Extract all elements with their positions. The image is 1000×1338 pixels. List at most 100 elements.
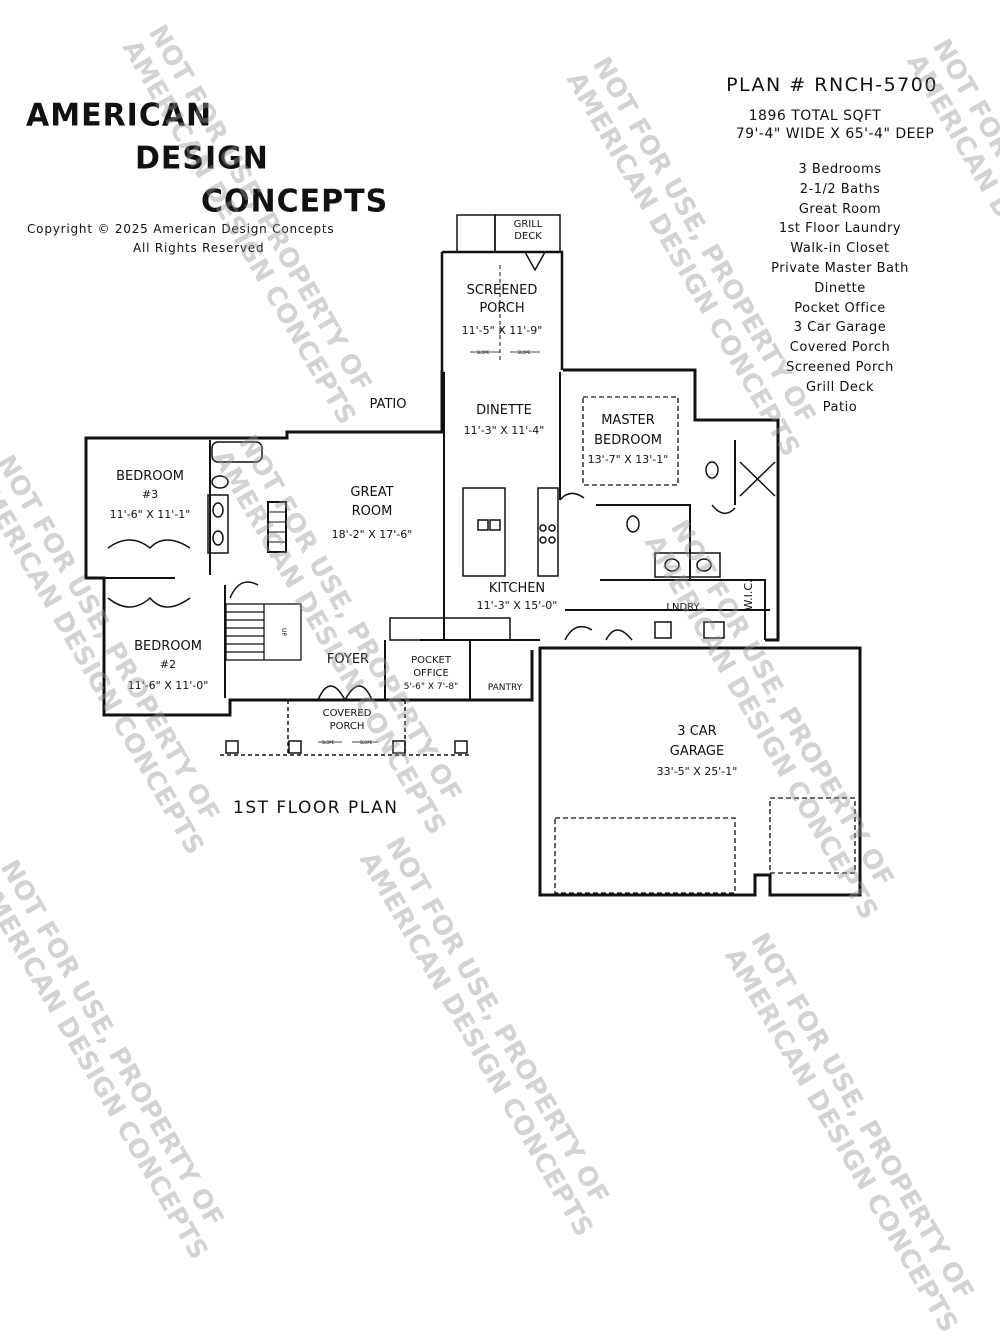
label-garage: GARAGE: [670, 744, 724, 759]
label-bedroom2-size: 11'-6" X 11'-0": [128, 679, 209, 692]
brand-line-american: AMERICAN: [26, 97, 213, 134]
label-deck: DECK: [514, 231, 542, 242]
master-sink: [664, 558, 680, 572]
feature-item: Covered Porch: [789, 340, 891, 356]
label-slope: SLOPE: [477, 350, 490, 355]
label-covered-porch: PORCH: [330, 721, 365, 732]
porch-door: [524, 251, 546, 272]
plan-sqft: 1896 TOTAL SQFT: [748, 108, 882, 124]
label-bedroom2: BEDROOM: [134, 639, 202, 654]
label-foyer: FOYER: [327, 652, 369, 667]
deck-stair: [456, 214, 496, 253]
label-stair-up: UP: [280, 628, 287, 636]
dryer: [703, 621, 725, 639]
feature-item: 3 Car Garage: [793, 320, 887, 336]
bathtub: [211, 441, 263, 463]
kitchen-island: [462, 487, 506, 577]
fireplace: [267, 501, 287, 553]
porch-post: [454, 740, 468, 754]
label-dinette-size: 11'-3" X 11'-4": [464, 424, 545, 437]
label-master-bedroom: BEDROOM: [594, 433, 662, 448]
feature-item: Pocket Office: [794, 300, 886, 316]
door-swing: [564, 625, 593, 641]
master-bed-outline: [582, 396, 679, 486]
door-swing: [711, 504, 736, 514]
feature-item: 1st Floor Laundry: [778, 221, 902, 237]
floor-plan-drawing: GRILL DECK SCREENED PORCH 11'-5" X 11'-9…: [84, 214, 862, 897]
interior-wall: [600, 579, 766, 640]
feature-item: Walk-in Closet: [790, 241, 890, 257]
feature-item: Dinette: [814, 280, 866, 296]
label-dinette: DINETTE: [476, 403, 532, 418]
door-swing: [229, 581, 259, 599]
label-laundry: LNDRY: [666, 602, 700, 613]
floor-plan-caption: 1ST FLOOR PLAN: [233, 798, 399, 818]
stairs: [225, 603, 302, 661]
porch-post: [288, 740, 302, 754]
label-pocket-size: 5'-6" X 7'-8": [404, 682, 459, 692]
door-swing: [605, 629, 633, 641]
house-exterior-wall-east: [563, 368, 780, 642]
label-wic: W.I.C.: [742, 579, 755, 610]
label-bedroom2-num: #2: [160, 658, 176, 671]
label-patio: PATIO: [370, 397, 407, 412]
kitchen-counter: [537, 487, 559, 577]
porch-post: [225, 740, 239, 754]
label-slope: SLOPE: [360, 740, 373, 745]
label-master: MASTER: [601, 413, 655, 428]
label-screened-size: 11'-5" X 11'-9": [462, 324, 543, 337]
label-great: GREAT: [350, 485, 393, 500]
house-exterior-wall: [84, 370, 534, 717]
closet-doors: [107, 596, 191, 608]
label-office: OFFICE: [413, 668, 449, 679]
label-bedroom3: BEDROOM: [116, 469, 184, 484]
feature-item: Screened Porch: [786, 359, 894, 375]
garage-door-single: [769, 797, 856, 874]
feature-item: Grill Deck: [805, 379, 875, 395]
feature-item: 2-1/2 Baths: [799, 181, 881, 197]
label-bedroom3-num: #3: [142, 488, 158, 501]
label-slope: SLOPE: [518, 350, 531, 355]
shower: [739, 461, 776, 497]
label-porch: PORCH: [479, 301, 524, 316]
front-door: [317, 685, 373, 702]
feature-item: Private Master Bath: [771, 260, 909, 276]
plan-number: PLAN # RNCH-5700: [726, 74, 938, 96]
label-kitchen: KITCHEN: [489, 581, 545, 596]
label-pocket: POCKET: [411, 655, 452, 666]
rights-text: All Rights Reserved: [133, 241, 265, 255]
brand-line-concepts: CONCEPTS: [201, 183, 389, 220]
label-bedroom3-size: 11'-6" X 11'-1": [110, 508, 191, 521]
interior-wall: [596, 504, 691, 580]
vanity-sink: [212, 502, 224, 518]
plan-info: PLAN # RNCH-5700 1896 TOTAL SQFT 79'-4" …: [700, 74, 970, 142]
label-slope: SLOPE: [322, 740, 335, 745]
label-screened: SCREENED: [467, 283, 538, 298]
label-garage-size: 33'-5" X 25'-1": [657, 765, 738, 778]
feature-item: Patio: [822, 399, 858, 415]
label-pantry: PANTRY: [488, 683, 523, 693]
label-grill: GRILL: [514, 219, 543, 230]
brand-line-design: DESIGN: [135, 140, 269, 177]
plan-dimensions: 79'-4" WIDE X 65'-4" DEEP: [735, 126, 935, 142]
garage-wall: [538, 646, 862, 897]
master-toilet: [626, 515, 640, 533]
door-swing: [559, 492, 585, 501]
washer: [654, 621, 672, 639]
closet-doors: [107, 539, 191, 550]
porch-post: [392, 740, 406, 754]
garage-door-double: [554, 817, 736, 894]
copyright-text: Copyright © 2025 American Design Concept…: [27, 222, 335, 236]
feature-item: Great Room: [798, 201, 882, 217]
label-kitchen-size: 11'-3" X 15'-0": [477, 599, 558, 612]
toilet: [211, 475, 229, 489]
label-master-size: 13'-7" X 13'-1": [588, 453, 669, 466]
pocket-office-counter: [389, 617, 511, 641]
label-covered: COVERED: [323, 708, 372, 719]
label-garage-3car: 3 CAR: [677, 724, 716, 739]
label-great-size: 18'-2" X 17'-6": [332, 528, 413, 541]
feature-item: 3 Bedrooms: [798, 162, 882, 177]
sink-bowl: [477, 519, 489, 531]
label-room: ROOM: [352, 504, 393, 519]
